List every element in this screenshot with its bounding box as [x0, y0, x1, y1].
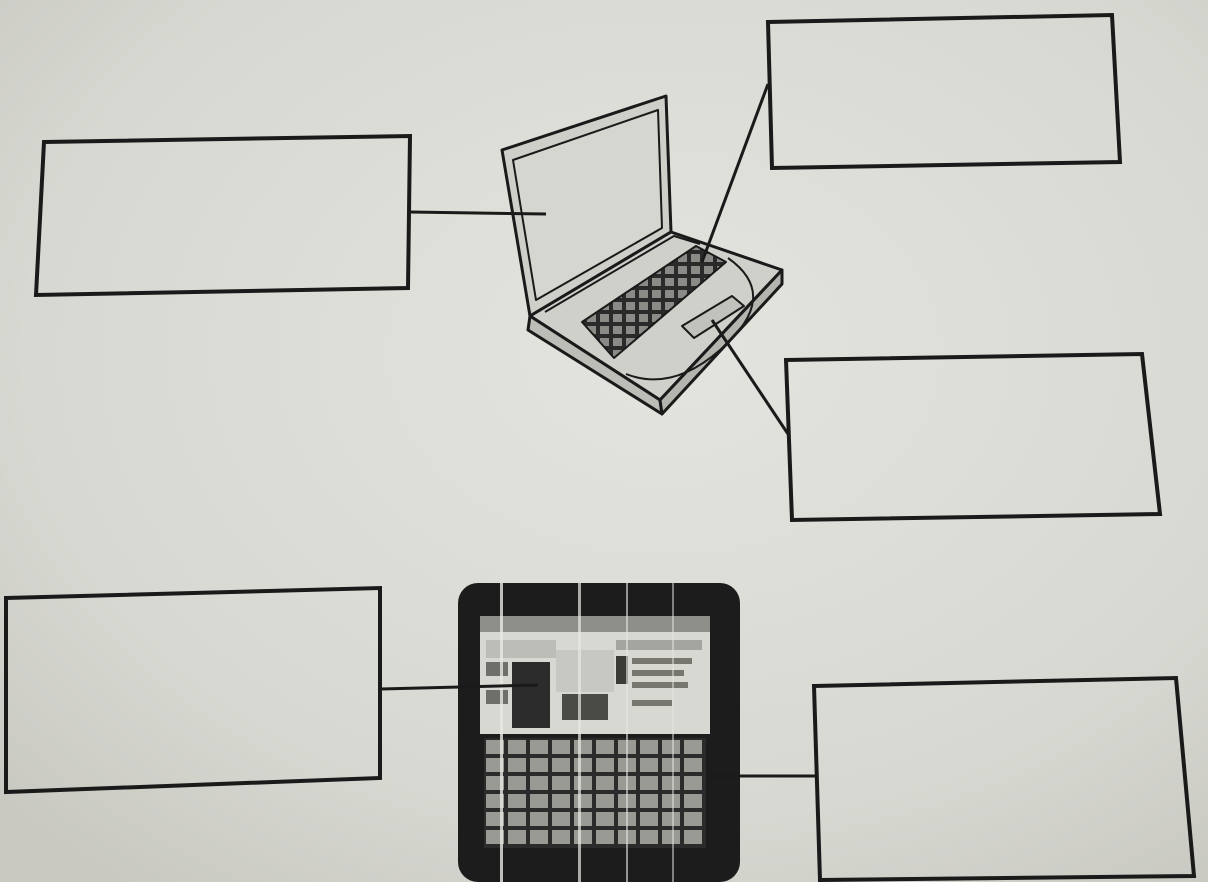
- leader-line-laptop-screen: [410, 212, 546, 214]
- tablet-icon: [458, 583, 740, 882]
